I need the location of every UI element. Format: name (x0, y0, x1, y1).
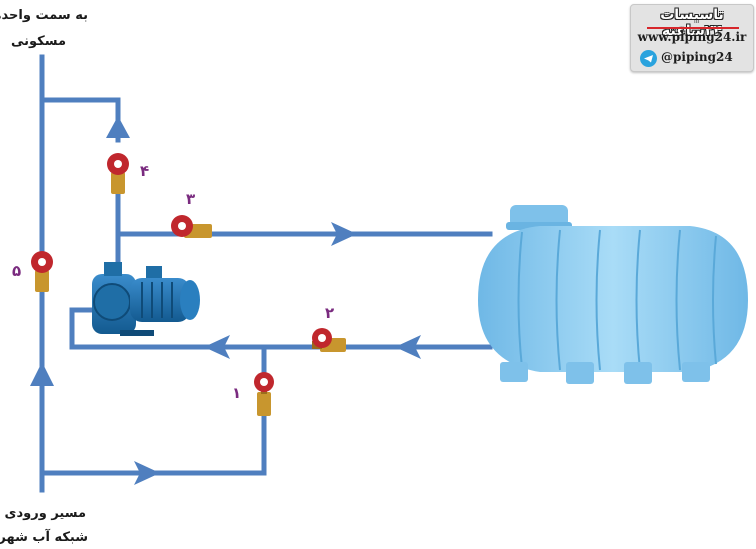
valve-3[interactable] (171, 215, 212, 238)
label-to-units-line2: مسکونی (10, 34, 66, 49)
telegram-icon (640, 50, 657, 67)
arrow-right-bypass (134, 461, 160, 485)
valve-4[interactable] (107, 153, 129, 194)
valve-5-number: ۵ (12, 262, 22, 280)
pipe-bypass (39, 412, 267, 476)
brand-website: www.piping24.ir (637, 30, 747, 44)
arrow-right-to-tank (331, 222, 357, 246)
arrow-up-inlet (30, 362, 54, 386)
arrow-left-suction (204, 335, 230, 359)
brand-telegram-handle: @piping24 (661, 50, 733, 64)
pump-icon (92, 262, 200, 336)
pipe-top-branch (39, 97, 121, 143)
flow-arrows (30, 116, 421, 485)
arrow-left-from-tank (395, 335, 421, 359)
valve-2-number: ۲ (325, 304, 335, 322)
brand-watermark: تاسیسات ۲۴ساعته www.piping24.ir @piping2… (630, 4, 754, 72)
label-inlet-line1: مسیر ورودی از (0, 506, 86, 521)
valve-4-number: ۴ (140, 162, 150, 180)
pipe-from-tank (69, 307, 493, 350)
valve-5[interactable] (31, 251, 53, 292)
valve-1[interactable] (254, 372, 274, 416)
label-inlet-line2: شبکه آب شهری (0, 530, 88, 545)
water-tank (478, 205, 748, 384)
valve-1-number: ۱ (232, 384, 242, 402)
label-to-units-line1: به سمت واحدهای (0, 8, 88, 23)
valve-2[interactable] (312, 328, 346, 352)
valve-3-number: ۳ (186, 190, 196, 208)
arrow-up-valve4 (106, 116, 130, 138)
brand-underline (647, 27, 739, 29)
